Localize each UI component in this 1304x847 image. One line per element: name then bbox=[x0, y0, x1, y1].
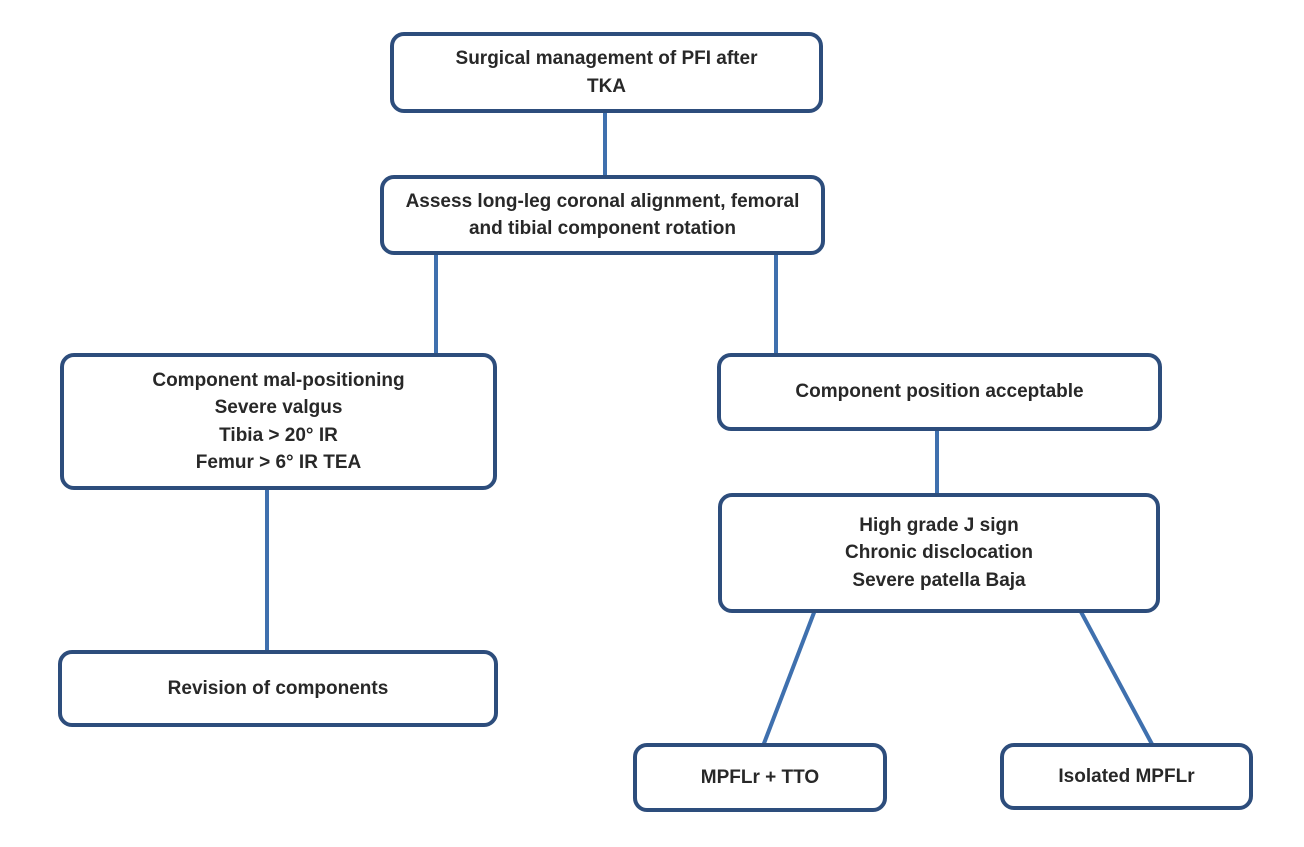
node-mpflr-tto: MPFLr + TTO bbox=[633, 743, 887, 812]
node-text-line: TKA bbox=[586, 75, 627, 97]
connector-jsign-isolated-mpflr bbox=[1078, 609, 1155, 747]
connector-jsign-mpflr-tto bbox=[761, 609, 817, 747]
node-text-line: High grade J sign bbox=[859, 514, 1019, 536]
node-text-line: Component mal-positioning bbox=[152, 369, 405, 391]
node-text-line: Chronic disclocation bbox=[845, 542, 1033, 564]
node-assess-alignment: Assess long-leg coronal alignment, femor… bbox=[380, 175, 825, 255]
node-text-line: and tibial component rotation bbox=[468, 218, 737, 239]
node-text-line: Tibia > 20° IR bbox=[219, 424, 338, 446]
node-component-position-acceptable: Component position acceptable bbox=[717, 353, 1162, 431]
node-text-line: Surgical management of PFI after bbox=[455, 48, 758, 70]
node-text-line: Revision of components bbox=[167, 677, 389, 699]
node-text-line: Femur > 6° IR TEA bbox=[195, 451, 362, 473]
node-revision-of-components: Revision of components bbox=[58, 650, 498, 727]
node-surgical-management: Surgical management of PFI after TKA bbox=[390, 32, 823, 113]
node-text-line: Severe valgus bbox=[214, 397, 343, 419]
node-text-line: MPFLr + TTO bbox=[700, 766, 820, 788]
node-text-line: Assess long-leg coronal alignment, femor… bbox=[405, 190, 800, 212]
node-high-grade-j-sign: High grade J sign Chronic disclocation S… bbox=[718, 493, 1160, 613]
node-component-malpositioning: Component mal-positioning Severe valgus … bbox=[60, 353, 497, 490]
node-isolated-mpflr: Isolated MPFLr bbox=[1000, 743, 1253, 810]
node-text-line: Isolated MPFLr bbox=[1058, 765, 1195, 787]
node-text-line: Component position acceptable bbox=[795, 381, 1084, 403]
node-text-line: Severe patella Baja bbox=[852, 569, 1026, 591]
